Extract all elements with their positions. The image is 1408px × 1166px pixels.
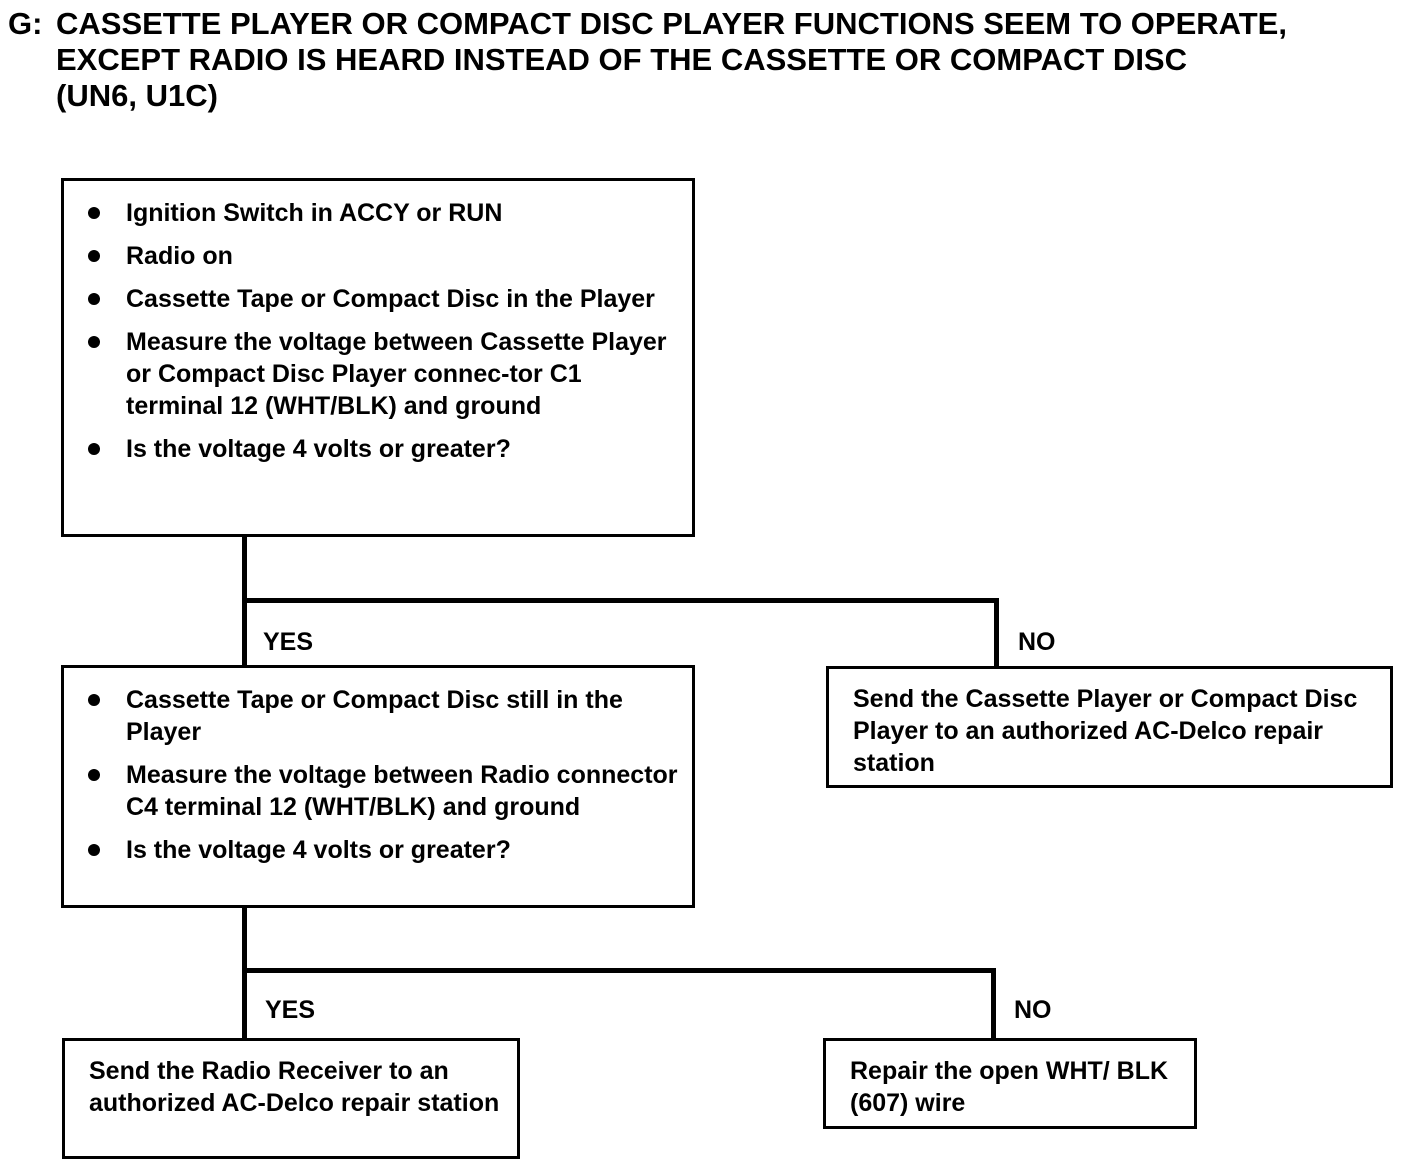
- bullet-icon: [88, 769, 100, 781]
- step-2-item: Measure the voltage between Radio connec…: [64, 759, 680, 823]
- branch-2-yes-label: YES: [265, 996, 316, 1024]
- bullet-icon: [88, 250, 100, 262]
- bullet-icon: [88, 443, 100, 455]
- diagram-title: G: CASSETTE PLAYER OR COMPACT DISC PLAYE…: [8, 6, 1403, 114]
- result-no-1-box: Send the Cassette Player or Compact Disc…: [826, 666, 1393, 788]
- result-yes-2-text: Send the Radio Receiver to an authorized…: [89, 1057, 500, 1117]
- step-2-box: Cassette Tape or Compact Disc still in t…: [61, 665, 695, 908]
- branch-1-yes-label: YES: [263, 628, 314, 656]
- bullet-icon: [88, 293, 100, 305]
- title-line-2: EXCEPT RADIO IS HEARD INSTEAD OF THE CAS…: [56, 42, 1188, 77]
- connector-branch1-horizontal: [242, 598, 999, 603]
- bullet-icon: [88, 207, 100, 219]
- step-1-item: Ignition Switch in ACCY or RUN: [64, 197, 680, 229]
- result-no-2-box: Repair the open WHT/ BLK (607) wire: [823, 1038, 1197, 1129]
- bullet-icon: [88, 844, 100, 856]
- branch-2-no-label: NO: [1014, 996, 1052, 1024]
- step-1-item: Measure the voltage between Cassette Pla…: [64, 326, 680, 422]
- branch-1-no-label: NO: [1018, 628, 1056, 656]
- step-1-box: Ignition Switch in ACCY or RUN Radio on …: [61, 178, 695, 537]
- step-2-item: Is the voltage 4 volts or greater?: [64, 834, 680, 866]
- bullet-icon: [88, 336, 100, 348]
- step-1-item: Cassette Tape or Compact Disc in the Pla…: [64, 283, 680, 315]
- connector-step2-down: [242, 906, 247, 1041]
- step-1-item: Is the voltage 4 volts or greater?: [64, 433, 680, 465]
- title-line-3: (UN6, U1C): [56, 78, 218, 113]
- result-no-1-text: Send the Cassette Player or Compact Disc…: [853, 685, 1358, 777]
- step-1-item: Radio on: [64, 240, 680, 272]
- result-yes-2-box: Send the Radio Receiver to an authorized…: [62, 1038, 520, 1159]
- step-2-item: Cassette Tape or Compact Disc still in t…: [64, 684, 680, 748]
- connector-branch2-no-down: [991, 968, 996, 1040]
- connector-branch1-no-down: [994, 598, 999, 668]
- title-label: G:: [8, 6, 43, 41]
- title-line-1: CASSETTE PLAYER OR COMPACT DISC PLAYER F…: [56, 6, 1287, 41]
- bullet-icon: [88, 694, 100, 706]
- result-no-2-text: Repair the open WHT/ BLK (607) wire: [850, 1057, 1169, 1117]
- connector-branch2-horizontal: [242, 968, 996, 973]
